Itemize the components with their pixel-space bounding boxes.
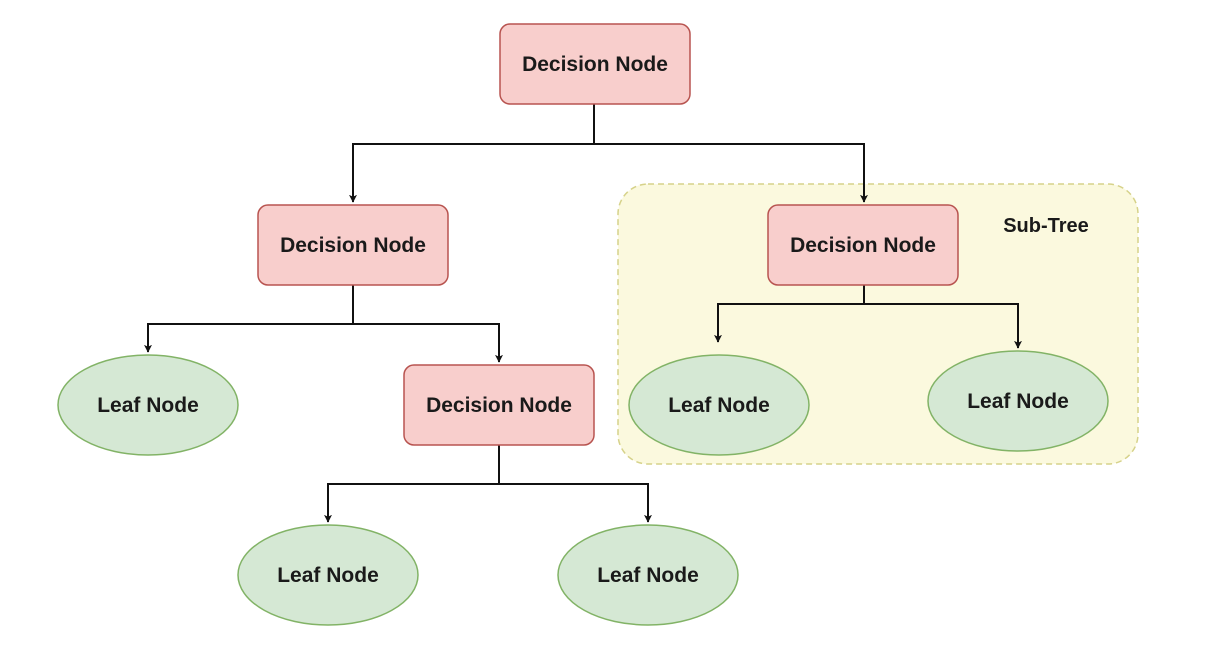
decision-node-left: Decision Node — [257, 204, 449, 286]
subtree-label: Sub-Tree — [1003, 215, 1089, 237]
decision-node-box — [257, 204, 449, 286]
leaf-node-shape — [237, 524, 419, 626]
decision-node-label: Decision Node — [426, 394, 572, 417]
leaf-node-label: Leaf Node — [97, 394, 199, 417]
decision-node-box — [403, 364, 595, 446]
leaf-node-label: Leaf Node — [277, 564, 379, 587]
edge-root-to-left-decision — [349, 104, 595, 203]
decision-node-box — [767, 204, 959, 286]
decision-node-box — [499, 23, 691, 105]
leaf-node-shape — [628, 354, 810, 456]
leaf-node-shape — [557, 524, 739, 626]
leaf-node-subtree-left: Leaf Node — [628, 354, 810, 456]
decision-node-label: Decision Node — [280, 234, 426, 257]
leaf-node-label: Leaf Node — [668, 394, 770, 417]
leaf-node-shape — [57, 354, 239, 456]
decision-node-root: Decision Node — [499, 23, 691, 105]
leaf-node-subtree-right: Leaf Node — [927, 350, 1109, 452]
edges — [144, 104, 1022, 523]
edge-root-to-right-decision — [593, 104, 868, 203]
decision-node-mid: Decision Node — [403, 364, 595, 446]
edge-left-decision-to-left-leaf — [144, 285, 354, 353]
leaf-node-label: Leaf Node — [597, 564, 699, 587]
leaf-node-shape — [927, 350, 1109, 452]
leaf-node-label: Leaf Node — [967, 390, 1069, 413]
edge-mid-decision-to-bottom-leaf-right — [498, 444, 652, 523]
edge-mid-decision-to-bottom-leaf-left — [324, 444, 500, 523]
leaf-node-left: Leaf Node — [57, 354, 239, 456]
leaf-node-bottom-right: Leaf Node — [557, 524, 739, 626]
edge-left-decision-to-mid-decision — [352, 285, 503, 363]
edge-right-decision-to-subtree-leaf-right — [863, 285, 1022, 349]
decision-node-right: Decision Node — [767, 204, 959, 286]
decision-node-label: Decision Node — [522, 53, 668, 76]
decision-node-label: Decision Node — [790, 234, 936, 257]
leaf-node-bottom-left: Leaf Node — [237, 524, 419, 626]
